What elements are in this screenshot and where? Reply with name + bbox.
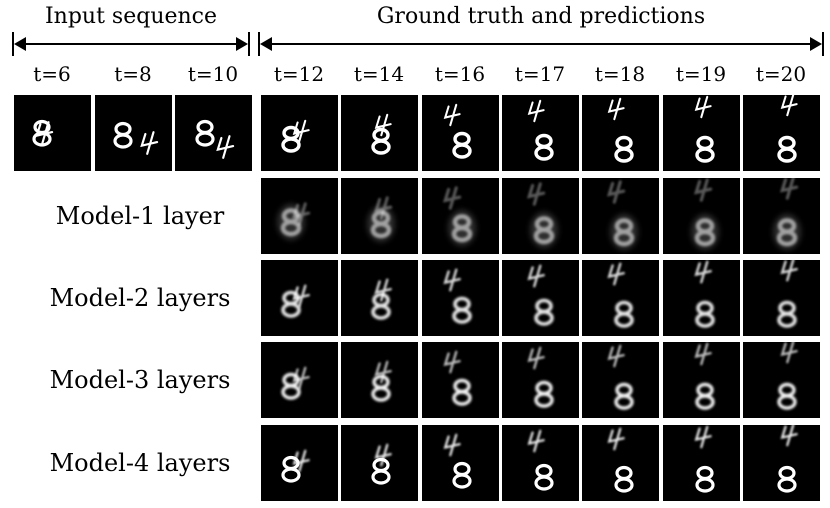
- time-label: t=20: [755, 62, 807, 86]
- row-label: Model-4 layers: [49, 449, 231, 477]
- time-label: t=8: [114, 62, 152, 86]
- prediction-frame: [261, 178, 338, 254]
- prediction-frame: [502, 260, 579, 336]
- ground-truth-frame: [582, 95, 659, 171]
- prediction-frame: [341, 260, 418, 336]
- prediction-frame: [582, 178, 659, 254]
- input-frame: [14, 95, 91, 171]
- prediction-frame: [422, 425, 499, 501]
- ground-truth-frame: [261, 95, 338, 171]
- ground-truth-frame: [422, 95, 499, 171]
- time-label: t=14: [353, 62, 405, 86]
- row-label: Model-1 layer: [55, 202, 225, 230]
- prediction-frame: [502, 178, 579, 254]
- prediction-frame: [502, 342, 579, 418]
- time-label: t=6: [33, 62, 71, 86]
- input-frame: [175, 95, 252, 171]
- prediction-frame: [743, 342, 820, 418]
- prediction-frame: [582, 260, 659, 336]
- prediction-frame: [341, 342, 418, 418]
- prediction-frame: [663, 178, 740, 254]
- prediction-frame: [743, 425, 820, 501]
- prediction-frame: [663, 342, 740, 418]
- prediction-frame: [502, 425, 579, 501]
- prediction-frame: [422, 260, 499, 336]
- row-label: Model-3 layers: [49, 366, 231, 394]
- time-label: t=18: [594, 62, 646, 86]
- ground-truth-frame: [341, 95, 418, 171]
- prediction-frame: [261, 342, 338, 418]
- ground-truth-frame: [502, 95, 579, 171]
- time-label: t=17: [514, 62, 566, 86]
- prediction-frame: [422, 342, 499, 418]
- prediction-frame: [743, 178, 820, 254]
- prediction-frame: [743, 260, 820, 336]
- prediction-frame: [341, 425, 418, 501]
- input-sequence-title: Input sequence: [44, 4, 218, 29]
- ground-truth-frame: [743, 95, 820, 171]
- ground-truth-title: Ground truth and predictions: [376, 4, 706, 29]
- time-label: t=19: [675, 62, 727, 86]
- prediction-frame: [582, 342, 659, 418]
- row-label: Model-2 layers: [49, 284, 231, 312]
- time-label: t=10: [187, 62, 239, 86]
- input-sequence-arrow: [12, 32, 250, 56]
- input-frame: [95, 95, 172, 171]
- ground-truth-arrow: [258, 32, 824, 56]
- prediction-frame: [261, 425, 338, 501]
- time-label: t=12: [273, 62, 325, 86]
- time-label: t=16: [434, 62, 486, 86]
- prediction-frame: [261, 260, 338, 336]
- prediction-frame: [663, 260, 740, 336]
- prediction-frame: [663, 425, 740, 501]
- prediction-frame: [422, 178, 499, 254]
- prediction-frame: [341, 178, 418, 254]
- ground-truth-frame: [663, 95, 740, 171]
- prediction-frame: [582, 425, 659, 501]
